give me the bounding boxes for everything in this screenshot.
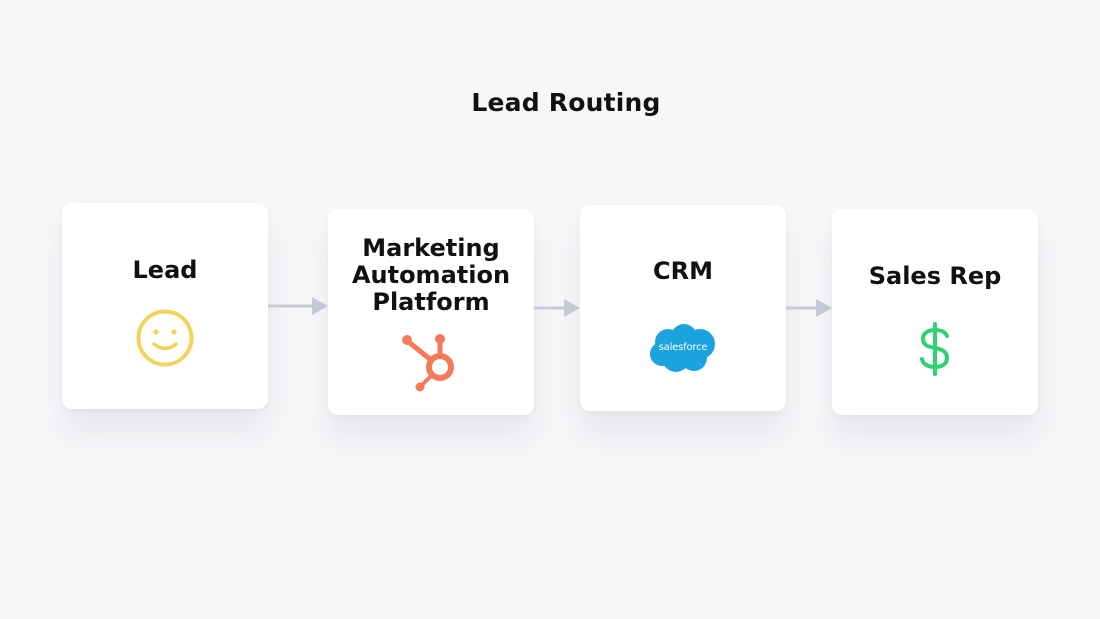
flow-arrow-1 [268,297,328,315]
hubspot-logo-icon [402,334,454,392]
flow-arrow-2 [534,299,580,317]
step-card-marketing-automation: Marketing Automation Platform [328,209,534,415]
step-card-lead: Lead [62,203,268,409]
step-card-sales-rep: Sales Rep [832,209,1038,415]
step-label-lead: Lead [132,256,198,284]
step-label-sales-rep: Sales Rep [868,262,1002,290]
smiley-face-icon [136,309,194,367]
salesforce-logo-icon [650,324,715,372]
step-label-marketing-automation: Marketing Automation Platform [351,234,511,316]
dollar-sign-icon [920,322,950,376]
flow-arrow-3 [786,299,832,317]
step-card-crm: CRM salesforce [580,205,786,411]
diagram-title: Lead Routing [471,88,661,117]
step-label-crm: CRM [653,257,713,285]
salesforce-logo-text: salesforce [658,342,708,353]
